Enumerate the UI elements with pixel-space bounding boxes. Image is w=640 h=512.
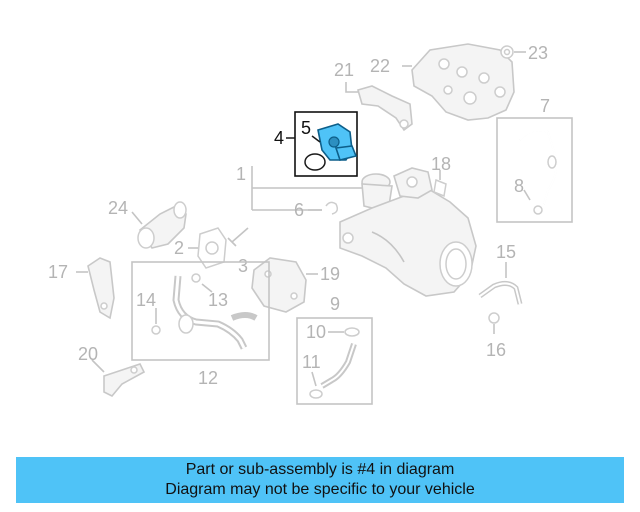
part-12-box — [131, 261, 270, 361]
part-18-fitting — [433, 178, 447, 198]
part-7-box — [496, 117, 573, 223]
part-16-washer — [488, 312, 500, 324]
part-6-clip — [325, 201, 339, 215]
banner-line-1: Part or sub-assembly is #4 in diagram — [185, 461, 455, 478]
part-4-box — [294, 111, 358, 177]
part-5-gasket-ring — [304, 153, 326, 171]
part-13-washer — [191, 273, 201, 283]
leader-8 — [523, 189, 531, 201]
callout-9: 9 — [330, 294, 340, 314]
callout-10: 10 — [306, 322, 326, 342]
leader-20 — [91, 359, 105, 373]
callout-20: 20 — [78, 344, 98, 364]
part-9-box — [296, 317, 373, 405]
part-1-turbocharger — [339, 167, 477, 297]
part-20-bracket — [103, 363, 146, 397]
part-15-pipe — [478, 280, 523, 305]
leader-13 — [201, 283, 213, 293]
part-4-highlighted-valve — [317, 123, 358, 161]
callout-15: 15 — [496, 242, 516, 262]
highlight-notice-banner: Part or sub-assembly is #4 in diagram Di… — [16, 457, 624, 503]
callout-3: 3 — [238, 256, 248, 276]
part-7-oil-line — [519, 129, 558, 205]
part-17-bracket — [87, 257, 115, 320]
part-23-bolt — [500, 45, 514, 59]
part-14-washer — [151, 325, 161, 335]
callout-16: 16 — [486, 340, 506, 360]
part-22-manifold — [411, 43, 515, 121]
leader-11 — [311, 371, 317, 387]
leader-24 — [131, 211, 143, 225]
part-9-pipe — [320, 343, 357, 389]
part-12-coolant-pipe — [172, 275, 258, 350]
leader-1 — [251, 166, 364, 211]
callout-13: 13 — [208, 290, 228, 310]
part-3-stud — [227, 227, 249, 247]
callout-14: 14 — [136, 290, 156, 310]
callout-17: 17 — [48, 262, 68, 282]
part-19-heat-shield — [251, 257, 307, 313]
callout-24: 24 — [108, 198, 128, 218]
callout-23: 23 — [528, 43, 548, 63]
part-24-hose — [137, 201, 187, 249]
callout-11: 11 — [302, 352, 321, 372]
part-21-bracket — [357, 85, 413, 132]
callout-19: 19 — [320, 264, 340, 284]
callout-22: 22 — [370, 56, 390, 76]
leader-21 — [345, 82, 358, 93]
part-10-o-ring — [344, 327, 360, 337]
callout-1: 1 — [236, 164, 246, 184]
callout-18: 18 — [431, 154, 451, 174]
callout-8: 8 — [514, 176, 524, 196]
callout-7: 7 — [540, 96, 550, 116]
banner-line-2: Diagram may not be specific to your vehi… — [165, 481, 475, 498]
callout-21: 21 — [334, 60, 354, 80]
callout-2: 2 — [174, 238, 184, 258]
callout-6: 6 — [294, 200, 304, 220]
callout-12: 12 — [198, 368, 218, 388]
callout-4: 4 — [274, 128, 284, 148]
part-8-washer — [533, 205, 543, 215]
callout-5: 5 — [301, 118, 311, 138]
leader-5 — [311, 135, 321, 143]
part-11-o-ring — [309, 389, 323, 399]
